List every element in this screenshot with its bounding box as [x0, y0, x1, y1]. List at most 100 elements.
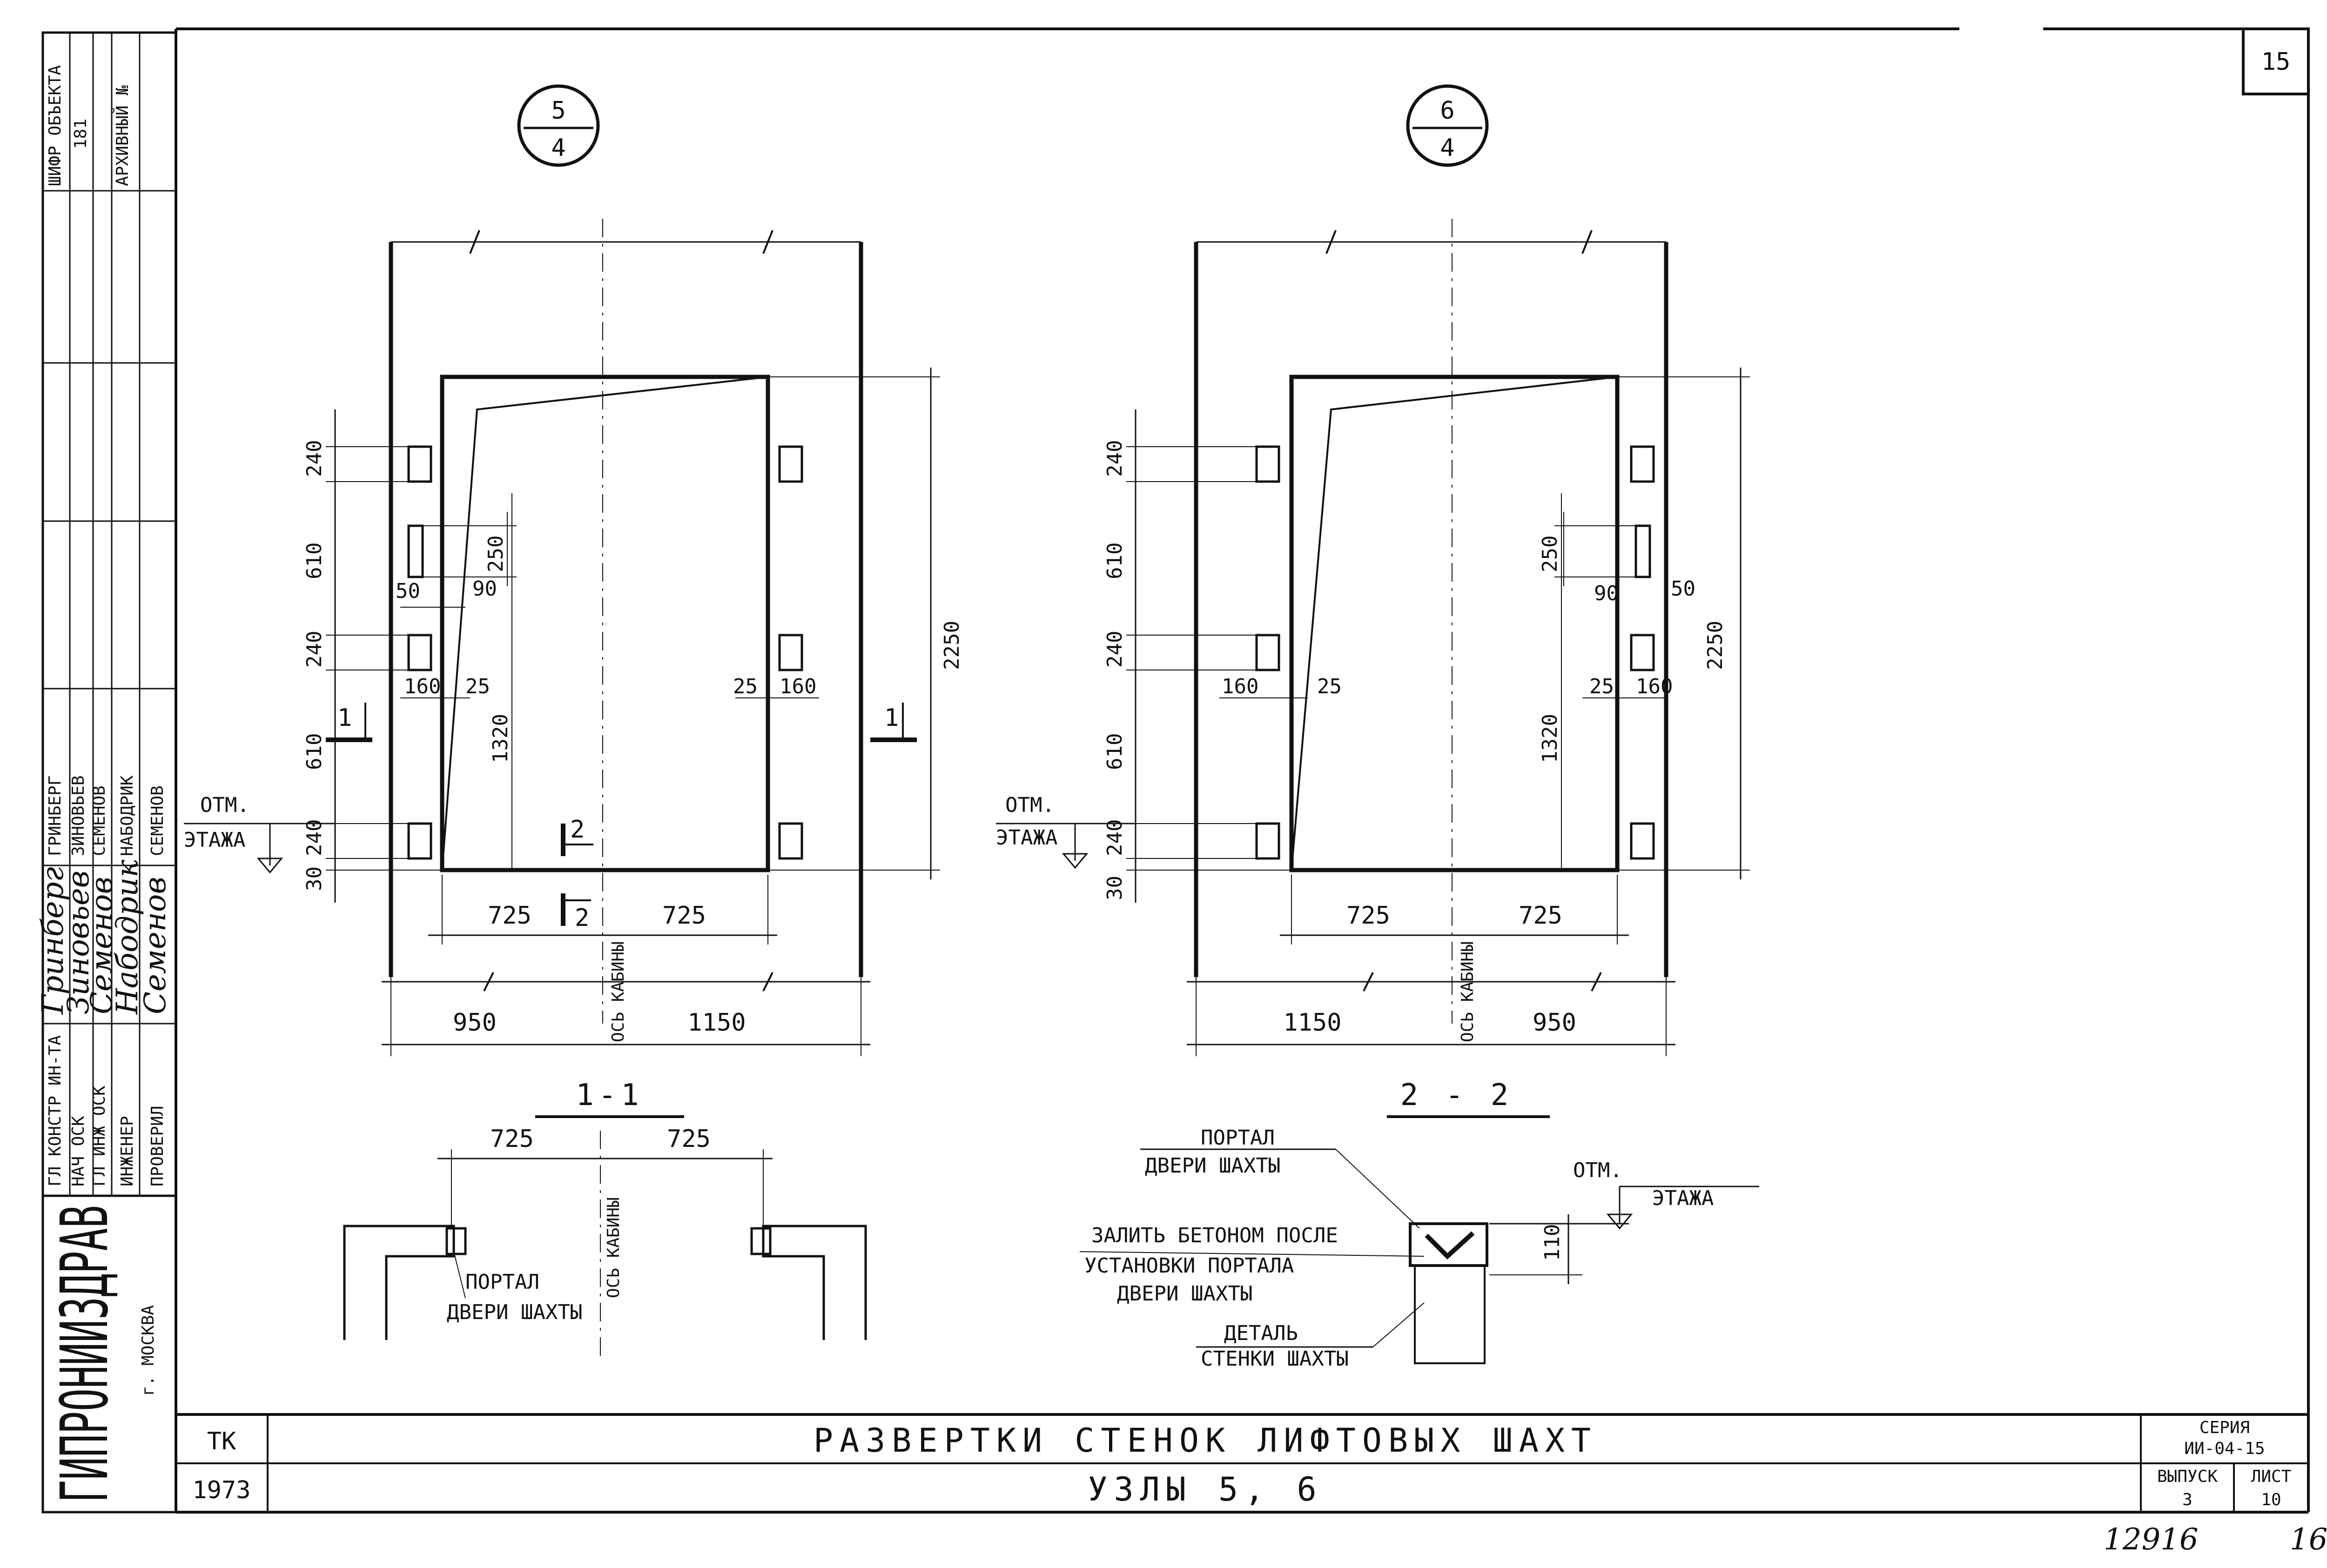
dim-610-a: 610: [303, 543, 326, 579]
dim-240-c: 240: [303, 819, 326, 856]
signature-semenov: Семенов: [85, 877, 119, 1014]
dim-950: 950: [453, 1009, 497, 1037]
name-semenov: СЕМЕНОВ: [90, 785, 109, 856]
footer-number-b: 16: [2290, 1522, 2327, 1557]
dim-25-right: 25: [733, 675, 758, 698]
anchor-plates-left: [407, 445, 803, 860]
concrete-note-2: УСТАНОВКИ ПОРТАЛА: [1084, 1254, 1294, 1278]
elevation-right: 6 4 240 610 240 610 240 30: [996, 84, 1750, 1118]
axis-label: ОСЬ КАБИНЫ: [609, 941, 628, 1042]
concrete-note-3: ДВЕРИ ШАХТЫ: [1117, 1282, 1252, 1306]
dim-30: 30: [1103, 876, 1127, 900]
dim-2250: 2250: [940, 621, 964, 670]
role-chief-constructor: ГЛ КОНСТР ИН-ТА: [46, 1035, 65, 1186]
dim-240-a: 240: [1103, 440, 1127, 477]
signature-zinoviev: Зиновьев: [61, 871, 96, 1014]
org-name: ГИПРОНИИЗДРАВ: [47, 1205, 123, 1503]
title-block: ТК 1973 РАЗВЕРТКИ СТЕНОК ЛИФТОВЫХ ШАХТ У…: [176, 1413, 2308, 1512]
dim-725-left: 725: [490, 1125, 534, 1153]
issue-value: 3: [2182, 1490, 2192, 1509]
series-value: ИИ-04-15: [2184, 1439, 2265, 1458]
detail-label-1: ДЕТАЛЬ: [1224, 1321, 1298, 1345]
node-marker-5-bottom: 4: [551, 134, 565, 162]
dim-240-b: 240: [303, 631, 326, 668]
dim-610-b: 610: [303, 733, 326, 770]
signature-semenov-2: Семенов: [138, 877, 173, 1014]
portal-label-2: ДВЕРИ ШАХТЫ: [447, 1300, 582, 1324]
cut-mark-1-right: 1: [884, 704, 899, 732]
door-opening-left: [440, 375, 770, 872]
role-chief-engineer: ГЛ ИНЖ ОСК: [90, 1086, 109, 1186]
node-marker-6: [1406, 84, 1489, 167]
sheet-subtitle: УЗЛЫ 5, 6: [1088, 1470, 1323, 1508]
section-title-1-1: 1-1: [576, 1078, 644, 1112]
sheet-title: РАЗВЕРТКИ СТЕНОК ЛИФТОВЫХ ШАХТ: [814, 1421, 1597, 1460]
dim-110: 110: [1540, 1224, 1564, 1261]
role-checked: ПРОВЕРИЛ: [148, 1106, 167, 1186]
dim-725-right: 725: [662, 902, 706, 930]
node-marker-5-top: 5: [551, 97, 565, 125]
portal-label-2: ДВЕРИ ШАХТЫ: [1145, 1154, 1280, 1178]
issue-label: ВЫПУСК: [2157, 1467, 2218, 1486]
cut-mark-2-top: 2: [570, 816, 585, 844]
dim-610-a: 610: [1103, 543, 1127, 579]
dim-240-b: 240: [1103, 631, 1127, 668]
level-label-1: ОТМ.: [1573, 1159, 1622, 1182]
door-opening-right: [1289, 375, 1620, 872]
dim-610-b: 610: [1103, 733, 1127, 770]
level-label-2: ЭТАЖА: [996, 826, 1057, 850]
wall-section-left: [343, 1225, 455, 1340]
node-marker-6-top: 6: [1440, 97, 1454, 125]
dim-725-right: 725: [1519, 902, 1562, 930]
page-number: 15: [2261, 48, 2291, 76]
portal-concrete-fill: [1409, 1222, 1488, 1267]
sheet-value: 10: [2261, 1490, 2281, 1509]
dim-240-a: 240: [303, 440, 326, 477]
dim-1320: 1320: [1538, 714, 1562, 763]
detail-label-2: СТЕНКИ ШАХТЫ: [1201, 1347, 1349, 1371]
signature-nabodrik: Набодрик: [110, 859, 145, 1015]
dim-160-right: 160: [1636, 675, 1673, 698]
series-label: СЕРИЯ: [2199, 1418, 2250, 1437]
dim-90: 90: [472, 577, 497, 601]
dim-1320: 1320: [489, 714, 512, 763]
dim-725-left: 725: [488, 902, 531, 930]
role-head-osk: НАЧ ОСК: [69, 1116, 88, 1186]
dim-30: 30: [303, 866, 326, 891]
dim-25: 25: [465, 675, 490, 698]
footer-number-a: 12916: [2104, 1522, 2199, 1557]
object-code-label: ШИФР ОБЪЕКТА: [46, 65, 65, 186]
level-label-2: ЭТАЖА: [1652, 1186, 1714, 1210]
dim-90: 90: [1594, 582, 1619, 605]
dim-725-left: 725: [1346, 902, 1390, 930]
dim-1150: 1150: [687, 1009, 746, 1037]
name-zinoviev: ЗИНОВЬЕВ: [69, 776, 88, 856]
left-stamp: ШИФР ОБЪЕКТА 181 АРХИВНЫЙ № ГЛ КОНСТР ИН…: [36, 31, 177, 1514]
dim-160: 160: [404, 675, 441, 698]
title-year: 1973: [192, 1476, 250, 1504]
level-label-1: ОТМ.: [200, 793, 249, 817]
level-label-2: ЭТАЖА: [184, 828, 245, 852]
portal-label-1: ПОРТАЛ: [465, 1270, 539, 1294]
dim-250: 250: [484, 536, 508, 572]
name-grinberg: ГРИНБЕРГ: [46, 776, 65, 856]
object-code: 181: [71, 119, 90, 149]
sheet-label: ЛИСТ: [2251, 1467, 2292, 1486]
wall-section: [1414, 1265, 1486, 1364]
wall-section-right: [762, 1225, 867, 1340]
anchor-plates-right: [1255, 445, 1655, 860]
dim-725-right: 725: [667, 1125, 711, 1153]
level-label-1: ОТМ.: [1005, 793, 1055, 817]
role-engineer: ИНЖЕНЕР: [118, 1116, 137, 1186]
name-semenov-2: СЕМЕНОВ: [148, 785, 167, 856]
org-city: г. МОСКВА: [139, 1305, 158, 1396]
section-detail-right: ПОРТАЛ ДВЕРИ ШАХТЫ ОТМ. ЭТАЖА 110 ЗАЛИТЬ…: [1079, 1126, 1759, 1371]
title-code: ТК: [207, 1427, 236, 1455]
dim-250: 250: [1538, 536, 1562, 572]
portal-label-1: ПОРТАЛ: [1201, 1126, 1275, 1150]
page-number-box: [2242, 27, 2310, 95]
dim-2250: 2250: [1703, 621, 1727, 670]
section-detail-left: 725 725 ОСЬ КАБИНЫ ПОРТАЛ ДВЕРИ ШАХТЫ: [343, 1125, 867, 1359]
dim-50: 50: [1671, 577, 1695, 601]
